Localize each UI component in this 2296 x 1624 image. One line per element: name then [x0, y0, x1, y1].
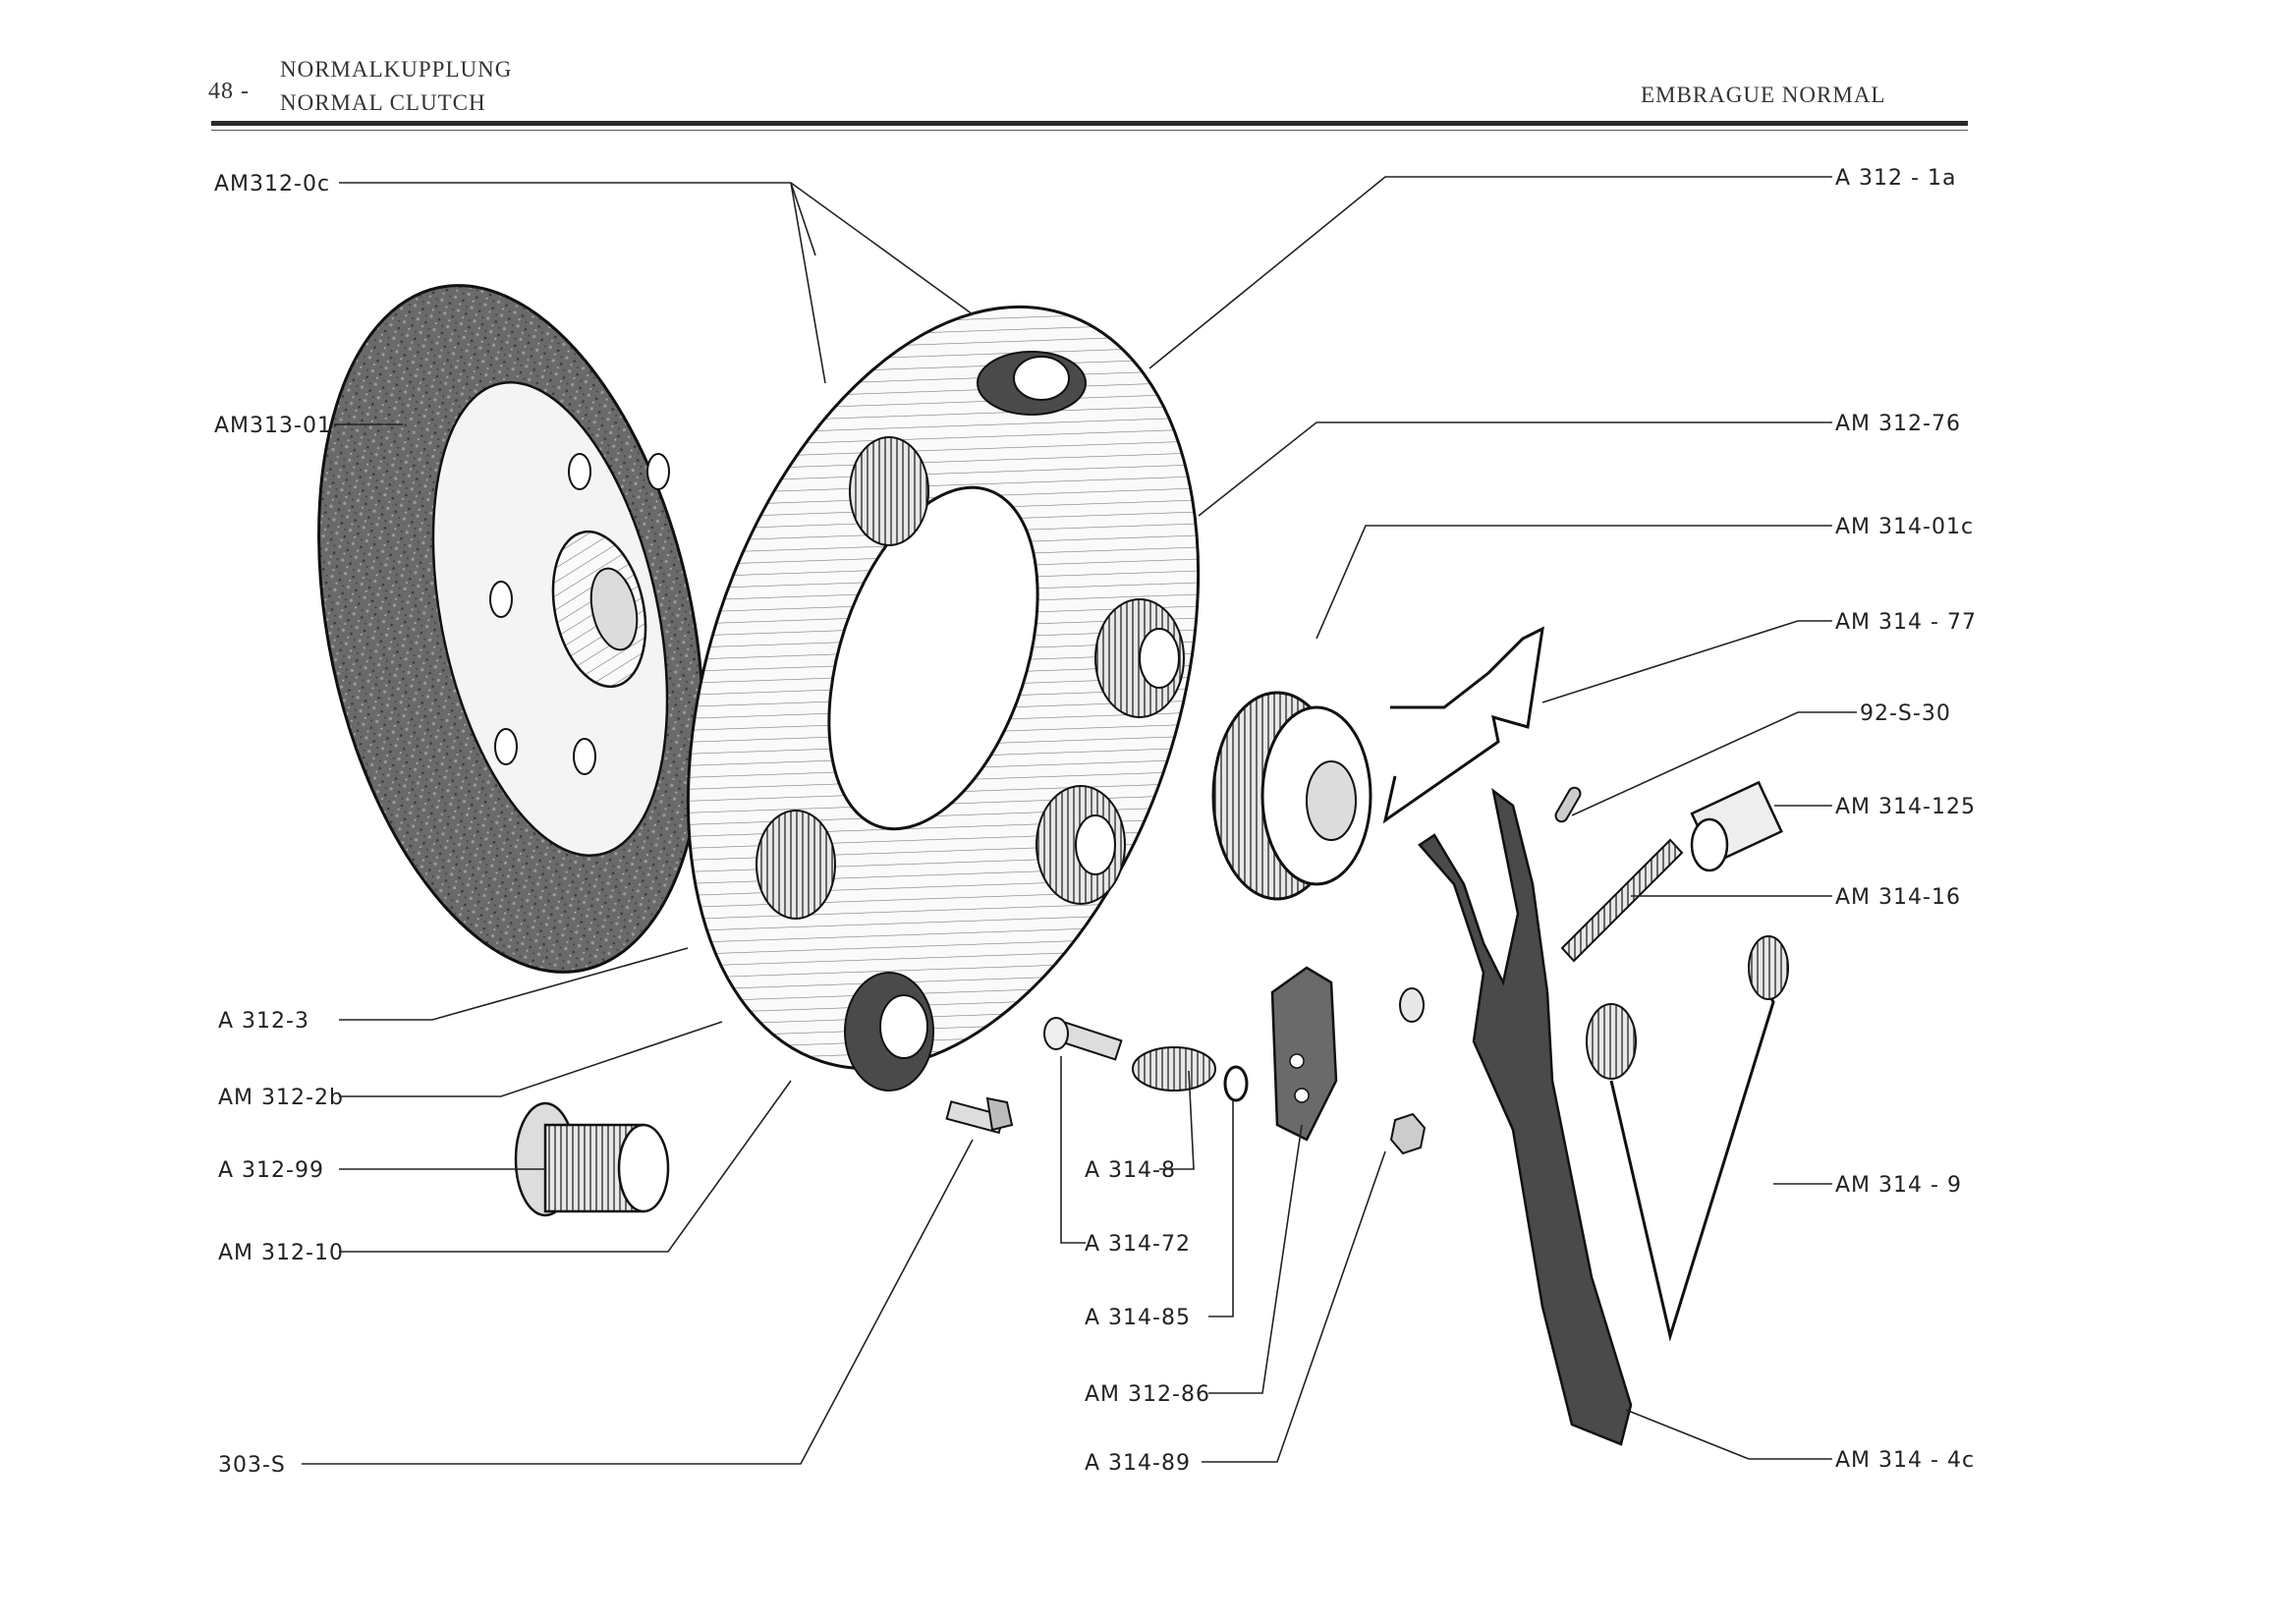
leader-lines: [302, 176, 1857, 1465]
nut: [1389, 1112, 1427, 1155]
lever-plate: [1270, 966, 1338, 1142]
label-92-s-30: 92-S-30: [1860, 701, 1951, 726]
adjusting-spring: [1132, 1046, 1216, 1092]
label-a314-89: A 314-89: [1085, 1451, 1191, 1476]
clutch-disc: [317, 284, 704, 974]
label-am312-0c: AM312-0c: [214, 172, 330, 196]
header-rule: [211, 121, 1968, 126]
washer: [1223, 1065, 1249, 1102]
label-a312-1a: A 312 - 1a: [1835, 166, 1956, 191]
pressure-plate: [686, 305, 1201, 1092]
label-am312-10: AM 312-10: [218, 1241, 344, 1265]
label-a314-72: A 314-72: [1085, 1232, 1191, 1257]
return-spring-1: [1586, 972, 1775, 1342]
label-am314-16: AM 314-16: [1835, 885, 1961, 910]
spring-clip: [1382, 626, 1544, 824]
label-a312-3: A 312-3: [218, 1009, 309, 1034]
label-a312-99: A 312-99: [218, 1158, 324, 1183]
label-am312-2b: AM 312-2b: [218, 1086, 344, 1110]
return-spring-2: [1748, 935, 1789, 1000]
label-am312-76: AM 312-76: [1835, 412, 1961, 436]
label-am314-9: AM 314 - 9: [1835, 1173, 1962, 1198]
label-am314-77: AM 314 - 77: [1835, 610, 1977, 635]
title-german: NORMALKUPPLUNG: [280, 57, 513, 82]
release-fork: [1399, 788, 1633, 1446]
label-am312-86: AM 312-86: [1085, 1382, 1210, 1407]
part-labels: AM312-0c AM313-01 A 312-3 AM 312-2b A 31…: [214, 166, 1977, 1478]
title-french: EMBRAGUE NORMAL: [1641, 83, 1886, 107]
label-am313-01: AM313-01: [214, 414, 332, 438]
bolt: [945, 1096, 1014, 1135]
page-number: 48 -: [208, 79, 250, 104]
label-303-s: 303-S: [218, 1453, 286, 1478]
release-bearing: [1211, 691, 1372, 901]
label-a314-85: A 314-85: [1085, 1306, 1191, 1330]
label-am314-125: AM 314-125: [1835, 795, 1976, 819]
pin: [1554, 786, 1582, 823]
label-am314-4c: AM 314 - 4c: [1835, 1448, 1975, 1473]
shaft: [1560, 838, 1684, 963]
bushing: [1690, 780, 1783, 872]
header-rule-thin: [211, 130, 1968, 131]
title-english: NORMAL CLUTCH: [280, 90, 486, 115]
label-am314-01c: AM 314-01c: [1835, 515, 1974, 539]
eye-bolt: [1043, 1017, 1123, 1061]
label-a314-8: A 314-8: [1085, 1158, 1176, 1183]
spacer-bushing: [514, 1101, 670, 1217]
